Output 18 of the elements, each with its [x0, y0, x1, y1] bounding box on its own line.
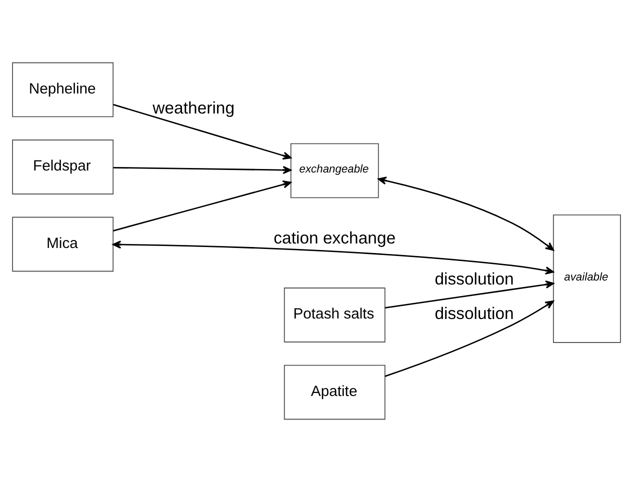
node-box: Mica — [12, 216, 114, 272]
arrow — [113, 104, 292, 160]
arrow — [113, 180, 292, 232]
edge-label: cation exchange — [274, 228, 396, 248]
node-box: available — [552, 214, 621, 343]
edge-label: dissolution — [434, 270, 514, 289]
arrow — [384, 280, 554, 309]
edge-label: weathering — [152, 98, 235, 118]
node-box: Apatite — [284, 364, 386, 420]
arrow — [113, 166, 292, 174]
edge-label: dissolution — [434, 304, 514, 324]
arrow — [378, 176, 554, 251]
node-box: Potash salts — [284, 288, 386, 342]
node-box: Feldspar — [12, 140, 114, 194]
node-box: exchangeable — [290, 143, 379, 198]
arrow — [112, 240, 554, 275]
arrow — [384, 300, 554, 377]
node-box: Nepheline — [12, 62, 114, 118]
